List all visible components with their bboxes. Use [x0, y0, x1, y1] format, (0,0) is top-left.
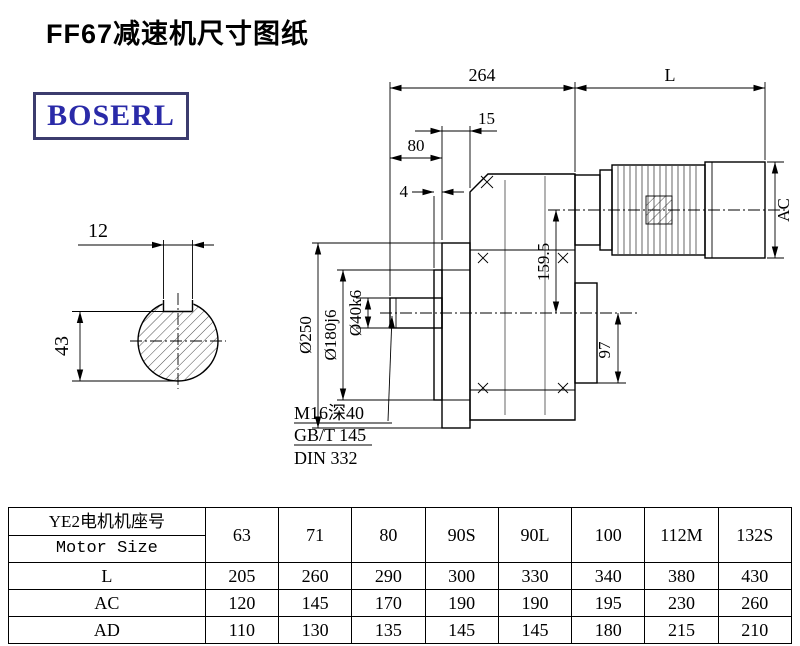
gearbox-side-view: 264 L 15 80 4: [294, 65, 793, 468]
motor-size-header: YE2电机机座号 Motor Size: [8, 507, 206, 563]
dim-d180: Ø180j6: [321, 269, 434, 401]
value-cell: 330: [497, 562, 573, 590]
value-cell: 340: [571, 562, 646, 590]
size-cell: 71: [278, 507, 353, 563]
row-label: L: [8, 562, 206, 590]
note-gbt: GB/T 145: [294, 425, 366, 445]
dim-label-12: 12: [88, 220, 108, 242]
dim-label-d250: Ø250: [296, 316, 315, 354]
value-cell: 195: [571, 589, 646, 617]
value-cell: 180: [571, 616, 646, 644]
header-en: Motor Size: [55, 539, 158, 558]
value-cell: 290: [351, 562, 426, 590]
tapped-hole-note: M16深40 GB/T 145 DIN 332: [294, 315, 395, 468]
mounting-flange: [433, 242, 471, 429]
value-cell: 260: [717, 589, 793, 617]
dim-label-80: 80: [408, 136, 425, 155]
dim-12: 12: [78, 220, 214, 299]
spec-table-wrap: YE2电机机座号 Motor Size 63 71 80 90S 90L 100…: [8, 507, 794, 644]
table-row-AC: AC 120 145 170 190 190 195 230 260: [8, 589, 793, 617]
dim-15: 15: [415, 109, 497, 240]
shaft-end-view: 12 43: [51, 220, 226, 389]
value-cell: 170: [351, 589, 426, 617]
page-title: FF67减速机尺寸图纸: [46, 19, 310, 49]
dim-label-264: 264: [469, 65, 496, 85]
dim-label-d40: Ø40k6: [346, 290, 365, 336]
value-cell: 210: [717, 616, 793, 644]
table-header-row: YE2电机机座号 Motor Size 63 71 80 90S 90L 100…: [8, 507, 793, 563]
size-cell: 63: [204, 507, 280, 563]
note-din: DIN 332: [294, 448, 358, 468]
value-cell: 300: [424, 562, 499, 590]
value-cell: 215: [644, 616, 719, 644]
dim-97: 97: [595, 313, 626, 384]
dim-159-5: 159.5: [534, 210, 560, 313]
value-cell: 120: [204, 589, 280, 617]
value-cell: 145: [497, 616, 573, 644]
value-cell: 145: [424, 616, 499, 644]
size-cell: 90S: [424, 507, 499, 563]
table-row-L: L 205 260 290 300 330 340 380 430: [8, 562, 793, 590]
size-cell: 80: [351, 507, 426, 563]
dim-label-15: 15: [478, 109, 495, 128]
dim-label-43: 43: [51, 336, 73, 356]
note-m16: M16深40: [294, 403, 364, 423]
value-cell: 380: [644, 562, 719, 590]
brand-logo: BOSERL: [33, 92, 189, 140]
value-cell: 205: [204, 562, 280, 590]
dim-label-AC: AC: [774, 198, 793, 222]
value-cell: 190: [424, 589, 499, 617]
value-cell: 230: [644, 589, 719, 617]
value-cell: 130: [278, 616, 353, 644]
dim-d250: Ø250: [296, 242, 442, 429]
dim-4: 4: [400, 182, 464, 268]
dim-43: 43: [51, 311, 178, 382]
dim-label-L: L: [665, 65, 676, 85]
value-cell: 145: [278, 589, 353, 617]
value-cell: 110: [204, 616, 280, 644]
dim-d40: Ø40k6: [346, 290, 390, 336]
row-label: AD: [8, 616, 206, 644]
dim-80: 80: [390, 136, 442, 162]
dim-label-159-5: 159.5: [534, 243, 553, 281]
spec-table: YE2电机机座号 Motor Size 63 71 80 90S 90L 100…: [8, 507, 793, 644]
gear-housing: [469, 173, 598, 421]
dim-label-4: 4: [400, 182, 409, 201]
size-cell: 112M: [644, 507, 719, 563]
dim-label-d180: Ø180j6: [321, 310, 340, 361]
output-end-cover: [574, 282, 598, 384]
value-cell: 135: [351, 616, 426, 644]
value-cell: 190: [497, 589, 573, 617]
header-cn: YE2电机机座号: [9, 508, 205, 536]
size-cell: 132S: [717, 507, 793, 563]
value-cell: 260: [278, 562, 353, 590]
motor-rotor-block: [645, 195, 673, 225]
dim-label-97: 97: [595, 341, 614, 359]
dim-AC: AC: [767, 161, 793, 259]
size-cell: 90L: [497, 507, 573, 563]
fan-cowl: [704, 161, 766, 259]
bolt-marks: [477, 175, 569, 394]
size-cell: 100: [571, 507, 646, 563]
value-cell: 430: [717, 562, 793, 590]
dimension-drawing: 12 43: [51, 65, 793, 468]
table-row-AD: AD 110 130 135 145 145 180 215 210: [8, 616, 793, 644]
motor: [574, 161, 766, 259]
dim-264-L: 264 L: [389, 65, 766, 296]
row-label: AC: [8, 589, 206, 617]
